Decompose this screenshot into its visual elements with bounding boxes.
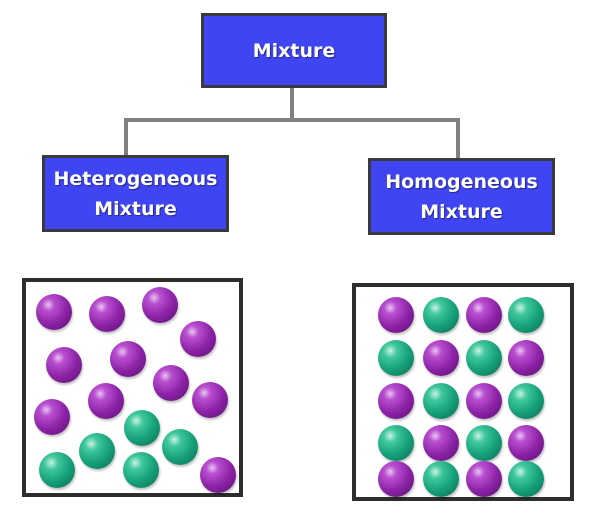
connector-line-heterogeneous xyxy=(124,118,128,156)
connector-line-root xyxy=(290,88,294,121)
purple-particle xyxy=(110,341,146,377)
purple-particle xyxy=(423,425,459,461)
purple-particle xyxy=(142,287,178,323)
heterogeneous-particle-container xyxy=(22,278,243,497)
teal-particle xyxy=(39,452,75,488)
purple-particle xyxy=(34,399,70,435)
heterogeneous-label: Heterogeneous Mixture xyxy=(54,164,218,224)
teal-particle xyxy=(466,425,502,461)
purple-particle xyxy=(200,457,236,493)
purple-particle xyxy=(180,321,216,357)
heterogeneous-label-line2: Mixture xyxy=(94,197,177,220)
teal-particle xyxy=(508,383,544,419)
purple-particle xyxy=(466,383,502,419)
homogeneous-mixture-node: Homogeneous Mixture xyxy=(368,158,555,235)
purple-particle xyxy=(46,347,82,383)
teal-particle xyxy=(123,452,159,488)
homogeneous-particle-container xyxy=(352,283,574,501)
purple-particle xyxy=(508,340,544,376)
homogeneous-label-line1: Homogeneous xyxy=(385,170,538,193)
connector-line-horizontal xyxy=(124,118,460,122)
teal-particle xyxy=(162,429,198,465)
teal-particle xyxy=(423,461,459,497)
purple-particle xyxy=(378,461,414,497)
teal-particle xyxy=(378,340,414,376)
teal-particle xyxy=(508,297,544,333)
teal-particle xyxy=(79,433,115,469)
homogeneous-label-line2: Mixture xyxy=(420,200,503,223)
teal-particle xyxy=(378,425,414,461)
purple-particle xyxy=(466,461,502,497)
homogeneous-label: Homogeneous Mixture xyxy=(385,167,538,227)
purple-particle xyxy=(378,383,414,419)
purple-particle xyxy=(153,365,189,401)
connector-line-homogeneous xyxy=(456,118,460,159)
purple-particle xyxy=(378,297,414,333)
purple-particle xyxy=(88,383,124,419)
purple-particle xyxy=(466,297,502,333)
purple-particle xyxy=(36,294,72,330)
mixture-node-label: Mixture xyxy=(252,39,336,62)
purple-particle xyxy=(89,296,125,332)
purple-particle xyxy=(508,425,544,461)
purple-particle xyxy=(192,382,228,418)
heterogeneous-label-line1: Heterogeneous xyxy=(53,167,218,190)
purple-particle xyxy=(423,340,459,376)
teal-particle xyxy=(423,383,459,419)
mixture-node: Mixture xyxy=(201,13,387,88)
teal-particle xyxy=(423,297,459,333)
teal-particle xyxy=(508,461,544,497)
teal-particle xyxy=(124,410,160,446)
teal-particle xyxy=(466,340,502,376)
heterogeneous-mixture-node: Heterogeneous Mixture xyxy=(42,155,229,232)
